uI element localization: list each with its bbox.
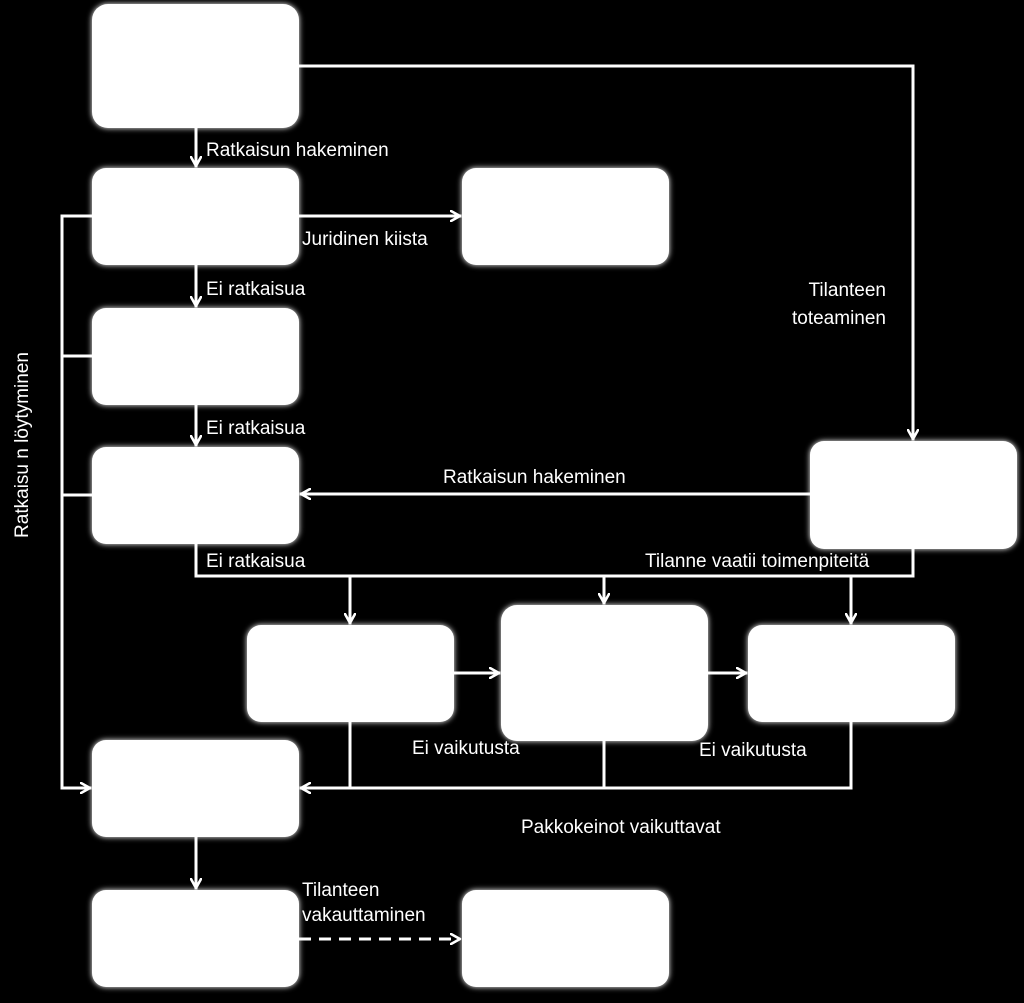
- connector-measures-resolution: [299, 720, 853, 788]
- node-stabilize: [92, 890, 299, 987]
- label-stabilization-line1: Tilanteen: [302, 880, 380, 901]
- node-measure-1: [247, 625, 454, 722]
- node-resolution: [92, 740, 299, 837]
- label-legal-dispute: Juridinen kiista: [302, 229, 428, 250]
- connector-step3-distribution: [194, 542, 915, 578]
- connector-left-solution-line: [60, 214, 94, 788]
- node-legal: [462, 168, 669, 265]
- node-assessment: [810, 441, 1017, 549]
- label-seek-solution-right: Ratkaisun hakeminen: [443, 467, 626, 488]
- node-step-1: [92, 168, 299, 265]
- label-situation-confirmation-line2: toteaminen: [791, 308, 886, 329]
- node-start: [92, 4, 299, 128]
- connector-start-assessment: [297, 64, 913, 441]
- label-no-effect-2: Ei vaikutusta: [699, 740, 807, 761]
- node-step-3: [92, 447, 299, 544]
- label-no-solution-2: Ei ratkaisua: [206, 418, 306, 439]
- label-situation-confirmation-line1: Tilanteen: [808, 280, 886, 301]
- node-measure-3: [748, 625, 955, 722]
- label-coercive-measures-work: Pakkokeinot vaikuttavat: [521, 817, 721, 838]
- label-no-effect-1: Ei vaikutusta: [412, 738, 520, 759]
- label-stabilization-line2: vakauttaminen: [302, 905, 426, 926]
- label-no-solution-1: Ei ratkaisua: [206, 279, 306, 300]
- label-seek-solution-top: Ratkaisun hakeminen: [206, 140, 389, 161]
- label-situation-requires-action: Tilanne vaatii toimenpiteitä: [645, 551, 870, 572]
- node-end: [462, 890, 669, 987]
- label-solution-found-vertical: Ratkaisu n löytyminen: [12, 352, 33, 538]
- node-measure-2: [501, 605, 708, 741]
- node-step-2: [92, 308, 299, 405]
- label-no-solution-3: Ei ratkaisua: [206, 551, 306, 572]
